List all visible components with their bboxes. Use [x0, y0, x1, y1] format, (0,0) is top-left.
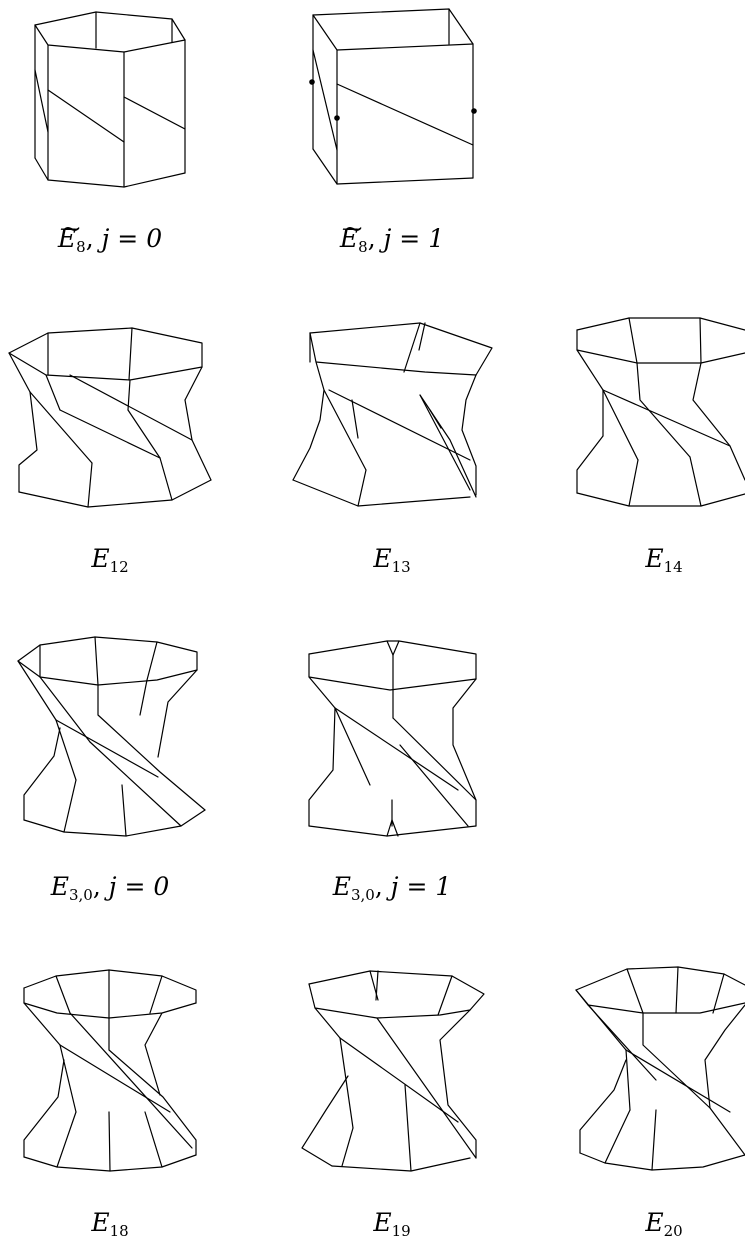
label-tail: j = 1 [390, 872, 452, 901]
label-e30-j1: E3,0, j = 1 [332, 872, 452, 904]
tilde-mark: ~ [342, 214, 364, 243]
surface-e30-j0 [17, 636, 206, 837]
label-symbol: E [373, 1208, 392, 1237]
surface-e20 [575, 966, 745, 1171]
surface-e8-tilde-j0 [34, 11, 186, 188]
label-e13: E13 [373, 546, 410, 575]
tilde-mark: ~ [60, 214, 82, 243]
label-e18: E18 [91, 1210, 128, 1239]
label-subscript: 13 [391, 558, 411, 576]
label-symbol: E [645, 544, 664, 573]
surface-e12 [8, 327, 212, 508]
label-symbol: E [332, 872, 351, 901]
label-e14: E14 [645, 546, 682, 575]
label-subscript: 3,0 [350, 886, 375, 904]
label-subscript: 14 [663, 558, 683, 576]
label-symbol: E [91, 1208, 110, 1237]
label-subscript: 20 [663, 1222, 683, 1240]
label-e8-tilde-j1: E~8, j = 1 [339, 214, 445, 256]
label-symbol: E [645, 1208, 664, 1237]
surface-e30-j1 [308, 640, 477, 837]
label-tail: j = 1 [383, 224, 445, 253]
label-symbol: E [91, 544, 110, 573]
label-e19: E19 [373, 1210, 410, 1239]
label-subscript: 8 [76, 238, 86, 256]
surface-e19 [301, 970, 485, 1172]
surface-e18 [23, 969, 197, 1172]
label-symbol: E [339, 224, 359, 253]
label-e30-j0: E3,0, j = 0 [50, 872, 170, 904]
label-subscript: 19 [391, 1222, 411, 1240]
label-subscript: 3,0 [68, 886, 93, 904]
surface-e14 [576, 317, 745, 507]
label-e20: E20 [645, 1210, 682, 1239]
label-subscript: 8 [358, 238, 368, 256]
surface-e13 [292, 322, 493, 507]
surface-e8-tilde-j1 [309, 8, 477, 185]
label-e8-tilde-j0: E~8, j = 0 [57, 214, 163, 256]
label-symbol: E [57, 224, 77, 253]
label-subscript: 12 [109, 558, 129, 576]
label-subscript: 18 [109, 1222, 129, 1240]
label-e12: E12 [91, 546, 128, 575]
label-tail: j = 0 [108, 872, 170, 901]
label-symbol: E [373, 544, 392, 573]
label-tail: j = 0 [101, 224, 163, 253]
label-symbol: E [50, 872, 69, 901]
